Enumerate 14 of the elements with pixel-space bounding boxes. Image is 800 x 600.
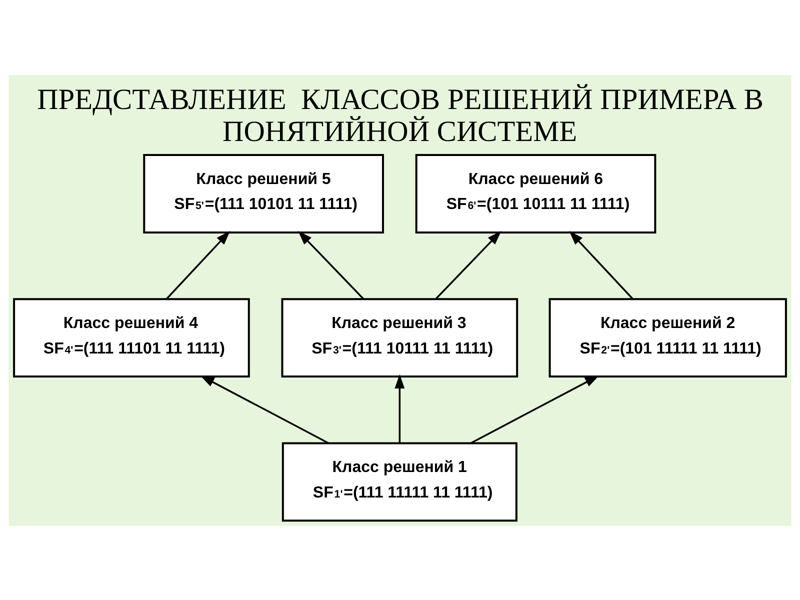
node-box: Класс решений 5 SF5'=(111 10101 11 1111)	[143, 154, 384, 233]
arrow	[166, 230, 230, 300]
node-box: Класс решений 2 SF2'=(101 11111 11 1111)	[548, 298, 787, 378]
arrow	[298, 230, 364, 300]
diagram-title: ПРЕДСТАВЛЕНИЕ КЛАССОВ РЕШЕНИЙ ПРИМЕРА В ПОНЯТИЙНОЙ СИСТЕМЕ	[37, 84, 764, 148]
arrow	[569, 230, 634, 300]
arrow	[435, 230, 502, 300]
arrow	[394, 374, 405, 443]
node-box: Класс решений 3 SF3'=(111 10111 11 1111)	[281, 298, 518, 378]
arrow	[470, 374, 600, 444]
node-box: Класс решений 6 SF6'=(101 10111 11 1111)	[415, 154, 656, 233]
node-box: Класс решений 1 SF1'=(111 11111 11 1111)	[282, 442, 518, 522]
node-box: Класс решений 4 SF4'=(111 11101 11 1111)	[13, 298, 250, 378]
arrow	[200, 374, 329, 444]
